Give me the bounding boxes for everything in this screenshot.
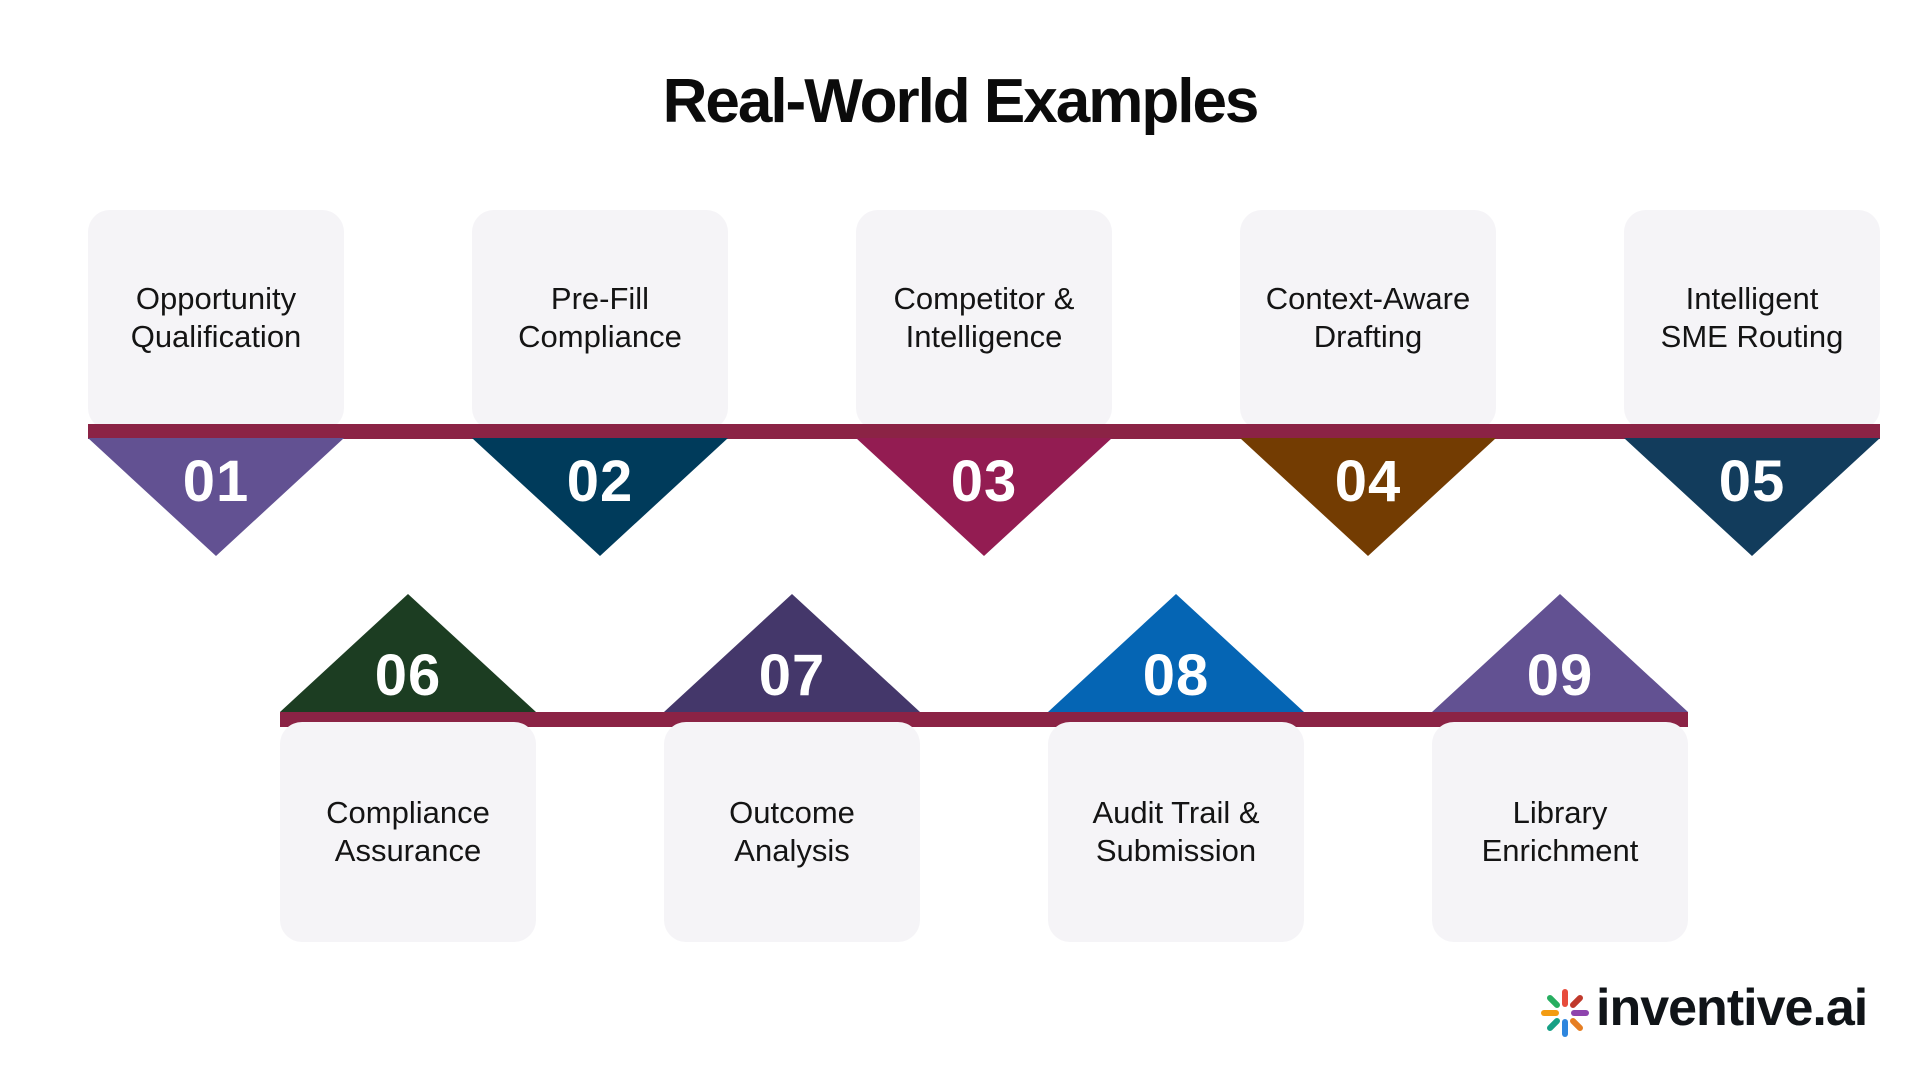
down-triangle-icon xyxy=(1240,438,1496,556)
step-label-08: Audit Trail & Submission xyxy=(1092,795,1260,868)
step-card-09: Library Enrichment xyxy=(1432,722,1688,942)
step-label-06: Compliance Assurance xyxy=(326,795,490,868)
step-card-04: Context-Aware Drafting xyxy=(1240,210,1496,430)
step-number-02: 02 xyxy=(566,449,634,514)
spark-logo-icon xyxy=(1541,989,1589,1037)
brand-logo: inventive.ai xyxy=(1538,979,1898,1042)
step-card-06: Compliance Assurance xyxy=(280,722,536,942)
step-label-03: Competitor & Intelligence xyxy=(893,281,1075,354)
up-triangle-icon xyxy=(1432,594,1688,712)
step-label-04: Context-Aware Drafting xyxy=(1265,281,1471,354)
step-number-06: 06 xyxy=(374,643,442,708)
step-marker-08: 08 xyxy=(1048,594,1304,712)
step-marker-04: 04 xyxy=(1240,438,1496,556)
step-card-08: Audit Trail & Submission xyxy=(1048,722,1304,942)
step-marker-07: 07 xyxy=(664,594,920,712)
step-number-08: 08 xyxy=(1142,643,1210,708)
step-marker-06: 06 xyxy=(280,594,536,712)
up-triangle-icon xyxy=(1048,594,1304,712)
step-label-09: Library Enrichment xyxy=(1481,795,1639,868)
bottom-timeline-band xyxy=(280,712,1688,727)
down-triangle-icon xyxy=(856,438,1112,556)
step-label-07: Outcome Analysis xyxy=(729,795,855,868)
top-timeline-band xyxy=(88,424,1880,439)
up-triangle-icon xyxy=(664,594,920,712)
step-card-07: Outcome Analysis xyxy=(664,722,920,942)
step-number-01: 01 xyxy=(182,449,250,514)
step-label-02: Pre-Fill Compliance xyxy=(518,281,682,354)
step-marker-01: 01 xyxy=(88,438,344,556)
step-card-03: Competitor & Intelligence xyxy=(856,210,1112,430)
down-triangle-icon xyxy=(88,438,344,556)
step-number-07: 07 xyxy=(758,643,826,708)
up-triangle-icon xyxy=(280,594,536,712)
step-marker-05: 05 xyxy=(1624,438,1880,556)
step-number-04: 04 xyxy=(1334,449,1402,514)
step-number-05: 05 xyxy=(1718,449,1786,514)
logo-wordmark: inventive.ai xyxy=(1596,979,1868,1037)
step-number-09: 09 xyxy=(1526,643,1594,708)
step-label-01: Opportunity Qualification xyxy=(130,281,302,354)
step-card-05: Intelligent SME Routing xyxy=(1624,210,1880,430)
step-card-01: Opportunity Qualification xyxy=(88,210,344,430)
step-marker-09: 09 xyxy=(1432,594,1688,712)
step-marker-03: 03 xyxy=(856,438,1112,556)
step-label-05: Intelligent SME Routing xyxy=(1660,281,1844,354)
down-triangle-icon xyxy=(1624,438,1880,556)
step-card-02: Pre-Fill Compliance xyxy=(472,210,728,430)
page-title: Real-World Examples xyxy=(662,67,1260,136)
step-marker-02: 02 xyxy=(472,438,728,556)
down-triangle-icon xyxy=(472,438,728,556)
step-number-03: 03 xyxy=(950,449,1018,514)
